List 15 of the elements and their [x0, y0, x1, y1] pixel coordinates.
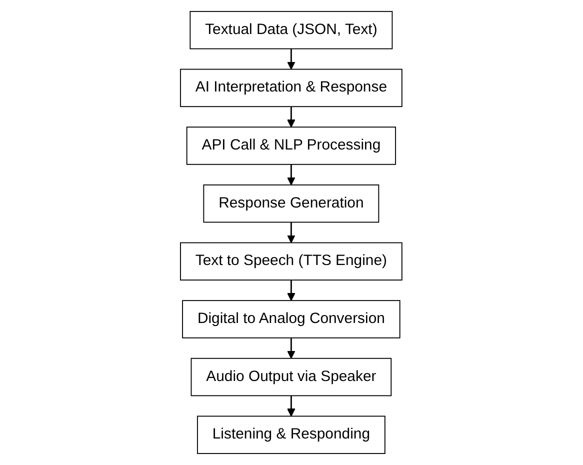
- process-box: Listening & Responding: [197, 416, 386, 454]
- process-box: Response Generation: [204, 184, 380, 223]
- process-box: Textual Data (JSON, Text): [190, 11, 393, 50]
- arrow: [287, 222, 296, 244]
- process-box: Digital to Analog Conversion: [182, 300, 401, 338]
- process-box: AI Interpretation & Response: [180, 68, 403, 108]
- arrow: [287, 106, 296, 128]
- process-box: Audio Output via Speaker: [191, 358, 392, 396]
- arrow: [287, 396, 296, 417]
- arrow: [287, 280, 296, 301]
- arrow: [287, 48, 296, 70]
- process-box: API Call & NLP Processing: [186, 126, 396, 165]
- arrow: [287, 164, 296, 186]
- process-box: Text to Speech (TTS Engine): [180, 242, 403, 281]
- arrow: [287, 338, 296, 359]
